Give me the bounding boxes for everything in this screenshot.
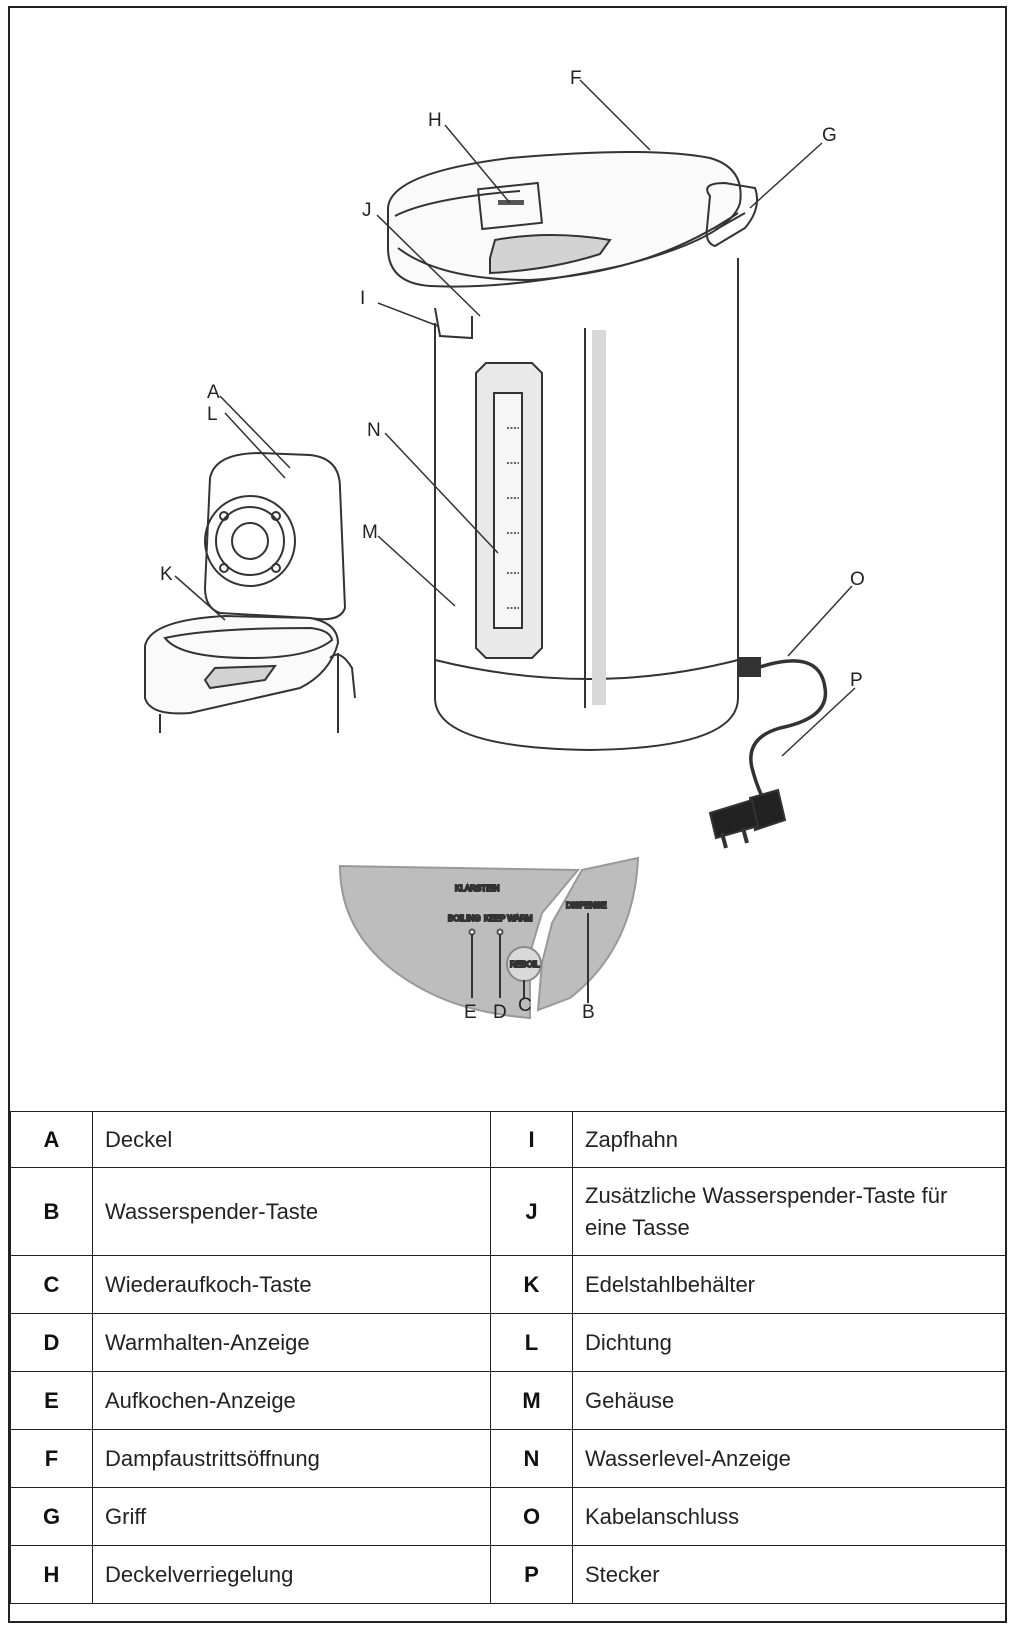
callout-b: B [582, 1002, 595, 1023]
part-key: E [11, 1372, 93, 1430]
part-label: Zusätzliche Wasserspender-Taste für eine… [573, 1168, 1006, 1256]
document-frame: KLARSTEIN BOILING KEEP WARM REBOIL DISPE… [8, 6, 1007, 1623]
part-key: B [11, 1168, 93, 1256]
callout-j: J [362, 200, 372, 221]
part-key: O [491, 1488, 573, 1546]
control-panel-enlargement: KLARSTEIN BOILING KEEP WARM REBOIL DISPE… [340, 858, 638, 1018]
part-label: Wasserspender-Taste [93, 1168, 491, 1256]
table-row: G Griff O Kabelanschluss [11, 1488, 1006, 1546]
part-key: N [491, 1430, 573, 1488]
dispense-label: DISPENSE [566, 901, 606, 910]
callout-i: I [360, 288, 365, 309]
part-label: Zapfhahn [573, 1112, 1006, 1168]
callout-k: K [160, 564, 173, 585]
part-key: J [491, 1168, 573, 1256]
part-key: M [491, 1372, 573, 1430]
lid-open-detail [145, 453, 355, 733]
part-label: Deckel [93, 1112, 491, 1168]
part-key: D [11, 1314, 93, 1372]
callout-o: O [850, 569, 865, 590]
part-key: I [491, 1112, 573, 1168]
panel-indicator-right: KEEP WARM [484, 914, 533, 923]
product-illustration: KLARSTEIN BOILING KEEP WARM REBOIL DISPE… [10, 8, 1005, 1111]
part-label: Stecker [573, 1546, 1006, 1604]
part-label: Gehäuse [573, 1372, 1006, 1430]
callout-a: A [207, 382, 220, 403]
callout-n: N [367, 420, 381, 441]
callout-c: C [518, 995, 532, 1016]
part-key: L [491, 1314, 573, 1372]
panel-indicator-left: BOILING [448, 914, 480, 923]
callout-g: G [822, 125, 837, 146]
part-key: P [491, 1546, 573, 1604]
thermo-pot-diagram: KLARSTEIN BOILING KEEP WARM REBOIL DISPE… [10, 8, 1005, 1111]
table-row: C Wiederaufkoch-Taste K Edelstahlbehälte… [11, 1256, 1006, 1314]
callout-m: M [362, 522, 378, 543]
part-key: A [11, 1112, 93, 1168]
callout-p: P [850, 670, 863, 691]
part-label: Wasserlevel-Anzeige [573, 1430, 1006, 1488]
callout-l: L [207, 404, 218, 425]
table-row: H Deckelverriegelung P Stecker [11, 1546, 1006, 1604]
callout-e: E [464, 1002, 477, 1023]
table-row: A Deckel I Zapfhahn [11, 1112, 1006, 1168]
part-label: Dampfaustrittsöffnung [93, 1430, 491, 1488]
reboil-label: REBOIL [510, 960, 540, 969]
table-row: F Dampfaustrittsöffnung N Wasserlevel-An… [11, 1430, 1006, 1488]
part-label: Griff [93, 1488, 491, 1546]
part-label: Aufkochen-Anzeige [93, 1372, 491, 1430]
table-row: D Warmhalten-Anzeige L Dichtung [11, 1314, 1006, 1372]
callout-h: H [428, 110, 442, 131]
part-key: G [11, 1488, 93, 1546]
power-cord [710, 658, 825, 848]
part-label: Kabelanschluss [573, 1488, 1006, 1546]
part-key: F [11, 1430, 93, 1488]
part-key: C [11, 1256, 93, 1314]
table-row: E Aufkochen-Anzeige M Gehäuse [11, 1372, 1006, 1430]
table-row: B Wasserspender-Taste J Zusätzliche Wass… [11, 1168, 1006, 1256]
pot-lid [388, 152, 757, 338]
callout-f: F [570, 68, 582, 89]
callout-d: D [493, 1002, 507, 1023]
part-label: Dichtung [573, 1314, 1006, 1372]
panel-brand: KLARSTEIN [455, 884, 500, 893]
part-label: Warmhalten-Anzeige [93, 1314, 491, 1372]
part-label: Deckelverriegelung [93, 1546, 491, 1604]
pot-body [435, 258, 738, 750]
part-key: H [11, 1546, 93, 1604]
part-key: K [491, 1256, 573, 1314]
parts-legend-table: A Deckel I Zapfhahn B Wasserspender-Tast… [10, 1111, 1006, 1604]
part-label: Edelstahlbehälter [573, 1256, 1006, 1314]
part-label: Wiederaufkoch-Taste [93, 1256, 491, 1314]
